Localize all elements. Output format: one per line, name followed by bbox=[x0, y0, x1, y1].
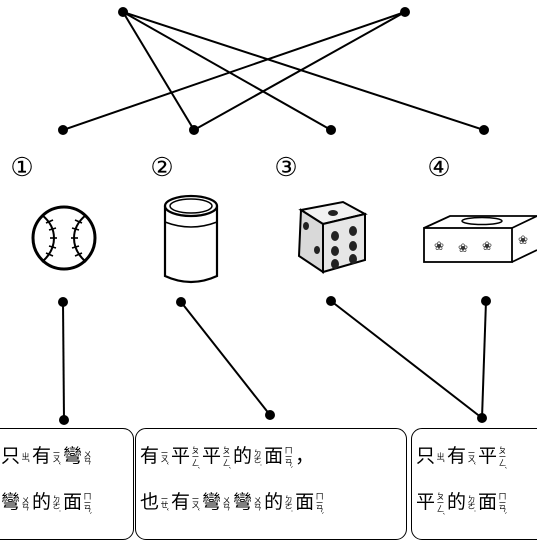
char: 的 bbox=[447, 491, 467, 513]
char: 面 bbox=[478, 491, 498, 513]
zhuyin: ㄆㄧㄥˊ bbox=[498, 445, 508, 469]
zhuyin: ㄨㄢ bbox=[21, 496, 31, 510]
zhuyin: ㄆㄧㄥˊ bbox=[436, 491, 446, 515]
tissue-box-icon: ❀ ❀ ❀ ❀ bbox=[423, 215, 537, 263]
zhuyin: ㄇㄧㄢˋ bbox=[498, 491, 508, 515]
svg-text:❀: ❀ bbox=[434, 239, 444, 253]
char: 彎 bbox=[202, 491, 222, 513]
zhuyin: ㄧㄝˇ bbox=[160, 495, 170, 511]
char: 平 bbox=[416, 491, 436, 513]
zhuyin: ㄇㄧㄢˋ bbox=[284, 445, 294, 469]
image-dot-2 bbox=[176, 297, 186, 307]
zhuyin: ㄨㄢ bbox=[83, 450, 93, 464]
zhuyin: ㄉㄜ˙ bbox=[52, 494, 62, 512]
top-dot-right bbox=[400, 7, 410, 17]
char: 有 bbox=[171, 491, 191, 513]
char: 的 bbox=[233, 445, 253, 467]
image-dot-3 bbox=[326, 296, 336, 306]
char: 面 bbox=[264, 445, 284, 467]
baseball-icon bbox=[31, 205, 97, 271]
zhuyin: ㄉㄜ˙ bbox=[284, 494, 294, 512]
zhuyin: ㄧㄡˇ bbox=[467, 449, 477, 465]
image-dot-1 bbox=[58, 297, 68, 307]
char: 面 bbox=[63, 491, 83, 513]
dice-icon bbox=[297, 200, 368, 274]
zhuyin: ㄨㄢ bbox=[253, 496, 263, 510]
svg-text:❀: ❀ bbox=[482, 239, 492, 253]
char: ， bbox=[295, 445, 315, 467]
char: 只 bbox=[1, 445, 21, 467]
char: 只 bbox=[416, 445, 436, 467]
option-number-4: ④ bbox=[427, 153, 451, 183]
answer-dot-3 bbox=[477, 413, 487, 423]
zhuyin: ㄆㄧㄥˊ bbox=[191, 445, 201, 469]
zhuyin: ㄉㄜ˙ bbox=[253, 448, 263, 466]
image-dot-4 bbox=[481, 296, 491, 306]
char: 也 bbox=[140, 491, 160, 513]
zhuyin: ㄓˇ bbox=[436, 452, 446, 462]
zhuyin: ㄧㄡˇ bbox=[52, 449, 62, 465]
option-dot-1 bbox=[58, 125, 68, 135]
char: 平 bbox=[478, 445, 498, 467]
char: 平 bbox=[202, 445, 222, 467]
zhuyin: ㄧㄡˇ bbox=[191, 495, 201, 511]
zhuyin: ㄆㄧㄥˊ bbox=[222, 445, 232, 469]
answer-dot-2 bbox=[265, 410, 275, 420]
option-number-3: ③ bbox=[274, 153, 298, 183]
zhuyin: ㄇㄧㄢˋ bbox=[83, 491, 93, 515]
option-dot-4 bbox=[479, 125, 489, 135]
char: 的 bbox=[264, 491, 284, 513]
zhuyin: ㄓˇ bbox=[21, 452, 31, 462]
option-number-2: ② bbox=[150, 153, 174, 183]
option-number-1: ① bbox=[10, 153, 34, 183]
char: 彎 bbox=[1, 491, 21, 513]
char: 彎 bbox=[233, 491, 253, 513]
answer-1-line-2: 彎ㄨㄢ的ㄉㄜ˙面ㄇㄧㄢˋ bbox=[0, 491, 94, 514]
char: 有 bbox=[140, 445, 160, 467]
zhuyin: ㄉㄜ˙ bbox=[467, 494, 477, 512]
zhuyin: ㄇㄧㄢˋ bbox=[315, 491, 325, 515]
char: 有 bbox=[447, 445, 467, 467]
svg-text:❀: ❀ bbox=[458, 241, 468, 255]
char: 的 bbox=[32, 491, 52, 513]
cylinder-icon bbox=[163, 194, 219, 284]
answer-dot-1 bbox=[59, 415, 69, 425]
option-dot-3 bbox=[326, 125, 336, 135]
zhuyin: ㄨㄢ bbox=[222, 496, 232, 510]
zhuyin: ㄧㄡˇ bbox=[160, 449, 170, 465]
top-dot-left bbox=[118, 7, 128, 17]
char: 有 bbox=[32, 445, 52, 467]
svg-text:❀: ❀ bbox=[518, 233, 528, 247]
char: 平 bbox=[171, 445, 191, 467]
option-dot-2 bbox=[189, 125, 199, 135]
char: 面 bbox=[295, 491, 315, 513]
char: 彎 bbox=[63, 445, 83, 467]
